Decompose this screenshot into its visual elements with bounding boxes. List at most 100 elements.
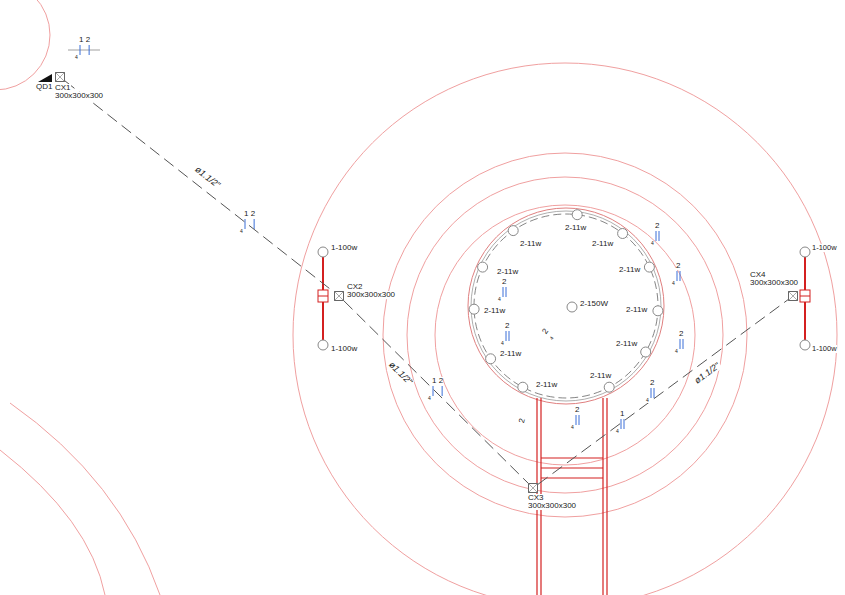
box-outline <box>529 484 538 493</box>
wire-count: 2 <box>541 327 550 335</box>
lamp-rating: 1-100w <box>812 345 837 353</box>
wire-count: 4 <box>616 429 619 434</box>
conduit-line <box>344 301 528 483</box>
lamp-rating: 2-11w <box>500 350 521 358</box>
middle-ring <box>383 153 747 517</box>
pole-left <box>318 247 328 350</box>
lamp-rating: 2-11w <box>592 240 613 248</box>
wire-count: 4 <box>75 55 78 60</box>
lamp-symbol <box>653 306 663 316</box>
inner-ring <box>435 205 695 465</box>
box-symbol <box>528 483 538 493</box>
conduit-size: ø1.1/2" <box>192 164 222 190</box>
conductor-tick <box>506 287 507 297</box>
wire-count: 1 2 <box>432 377 443 385</box>
conductor-tick <box>442 386 443 396</box>
conduit <box>538 300 788 485</box>
lamp-symbol <box>508 226 518 236</box>
wire-count: 4 <box>646 398 649 403</box>
lamp-symbol <box>618 229 628 239</box>
conductor-tick <box>576 415 577 425</box>
conductor-tick <box>680 339 681 349</box>
box-dimension: 300x300x300 <box>55 92 103 100</box>
conductor-tick <box>680 271 681 281</box>
wire-count: 1 2 <box>244 210 255 218</box>
box-outline <box>335 292 344 301</box>
box-name: QD1 <box>36 83 52 91</box>
lamp-symbol <box>572 210 582 220</box>
lamp-symbol <box>469 304 479 314</box>
lamp-symbol <box>567 302 577 312</box>
walkway-line <box>541 477 603 478</box>
lamp-rating: 2-11w <box>520 240 541 248</box>
walkway-line <box>606 398 607 595</box>
lamp-symbol <box>800 340 810 350</box>
panel-symbol <box>38 74 52 82</box>
junction-box: CX4300x300x300 <box>788 291 798 301</box>
conductor-tick <box>659 231 660 241</box>
lamp-rating: 2-11w <box>590 372 611 380</box>
wire-count: 4 <box>501 341 504 346</box>
box-outline <box>789 292 798 301</box>
lamp-rating: 2-11w <box>626 306 647 314</box>
wire-count: 4 <box>672 281 675 286</box>
wire-count: 2 <box>575 406 579 414</box>
box-cross <box>789 292 798 301</box>
room-arc <box>0 0 50 90</box>
box-cross <box>335 292 344 301</box>
conductor-tick <box>579 415 580 425</box>
lamp-rating: 1-100w <box>812 244 837 252</box>
wire-count: 1 2 <box>79 36 90 44</box>
conductor-tick <box>656 231 657 241</box>
wire-count: 2 <box>502 278 506 286</box>
conductor-tick <box>624 419 625 429</box>
box-cross <box>529 484 538 493</box>
lamp-rating: 2-11w <box>484 307 505 315</box>
lamp-symbol <box>318 247 328 257</box>
room-arc <box>0 450 105 595</box>
conduit-line <box>538 300 788 485</box>
box-name: CX4 <box>750 271 766 279</box>
box-dimension: 300x300x300 <box>750 279 798 287</box>
box-outline <box>56 73 65 82</box>
box-symbol <box>334 291 344 301</box>
box-name: CX1 <box>55 84 71 92</box>
conduit <box>344 301 528 483</box>
conductor-tick <box>89 45 90 55</box>
pole-base <box>800 296 810 297</box>
wire-count: 4 <box>428 396 431 401</box>
walkway-line <box>541 457 603 458</box>
walkway <box>537 398 607 595</box>
conductor-tick <box>509 331 510 341</box>
box-cross <box>529 484 538 493</box>
lamp-symbol <box>478 262 488 272</box>
conductor-tick <box>654 388 655 398</box>
wire-ticks <box>80 45 683 429</box>
lamp-rating: 1-100w <box>331 244 357 252</box>
wire-count: 4 <box>571 425 574 430</box>
lamp-rating: 2-11w <box>536 381 557 389</box>
pole-base <box>800 290 810 302</box>
conduit-line <box>65 81 334 292</box>
room-arc <box>10 403 160 595</box>
lamp-rating: 1-100w <box>331 345 357 353</box>
conductor-tick <box>433 386 434 396</box>
junction-box: CX3300x300x300 <box>528 483 538 493</box>
lamp-symbol <box>518 382 528 392</box>
box-name: CX3 <box>528 494 544 502</box>
wire-stub <box>68 50 100 51</box>
box-symbol <box>788 291 798 301</box>
conductor-tick <box>80 45 81 55</box>
conductor-tick <box>503 287 504 297</box>
wire-count: 2 <box>505 322 509 330</box>
lamp-rating: 2-11w <box>616 340 637 348</box>
box-name: CX2 <box>347 283 363 291</box>
middle-ring <box>407 177 723 493</box>
wire-count: 4 <box>549 336 555 341</box>
lamp-symbol <box>486 354 496 364</box>
lamp-symbol <box>800 247 810 257</box>
wire-count: 2 <box>679 330 683 338</box>
wire-count: 1 <box>620 410 624 418</box>
